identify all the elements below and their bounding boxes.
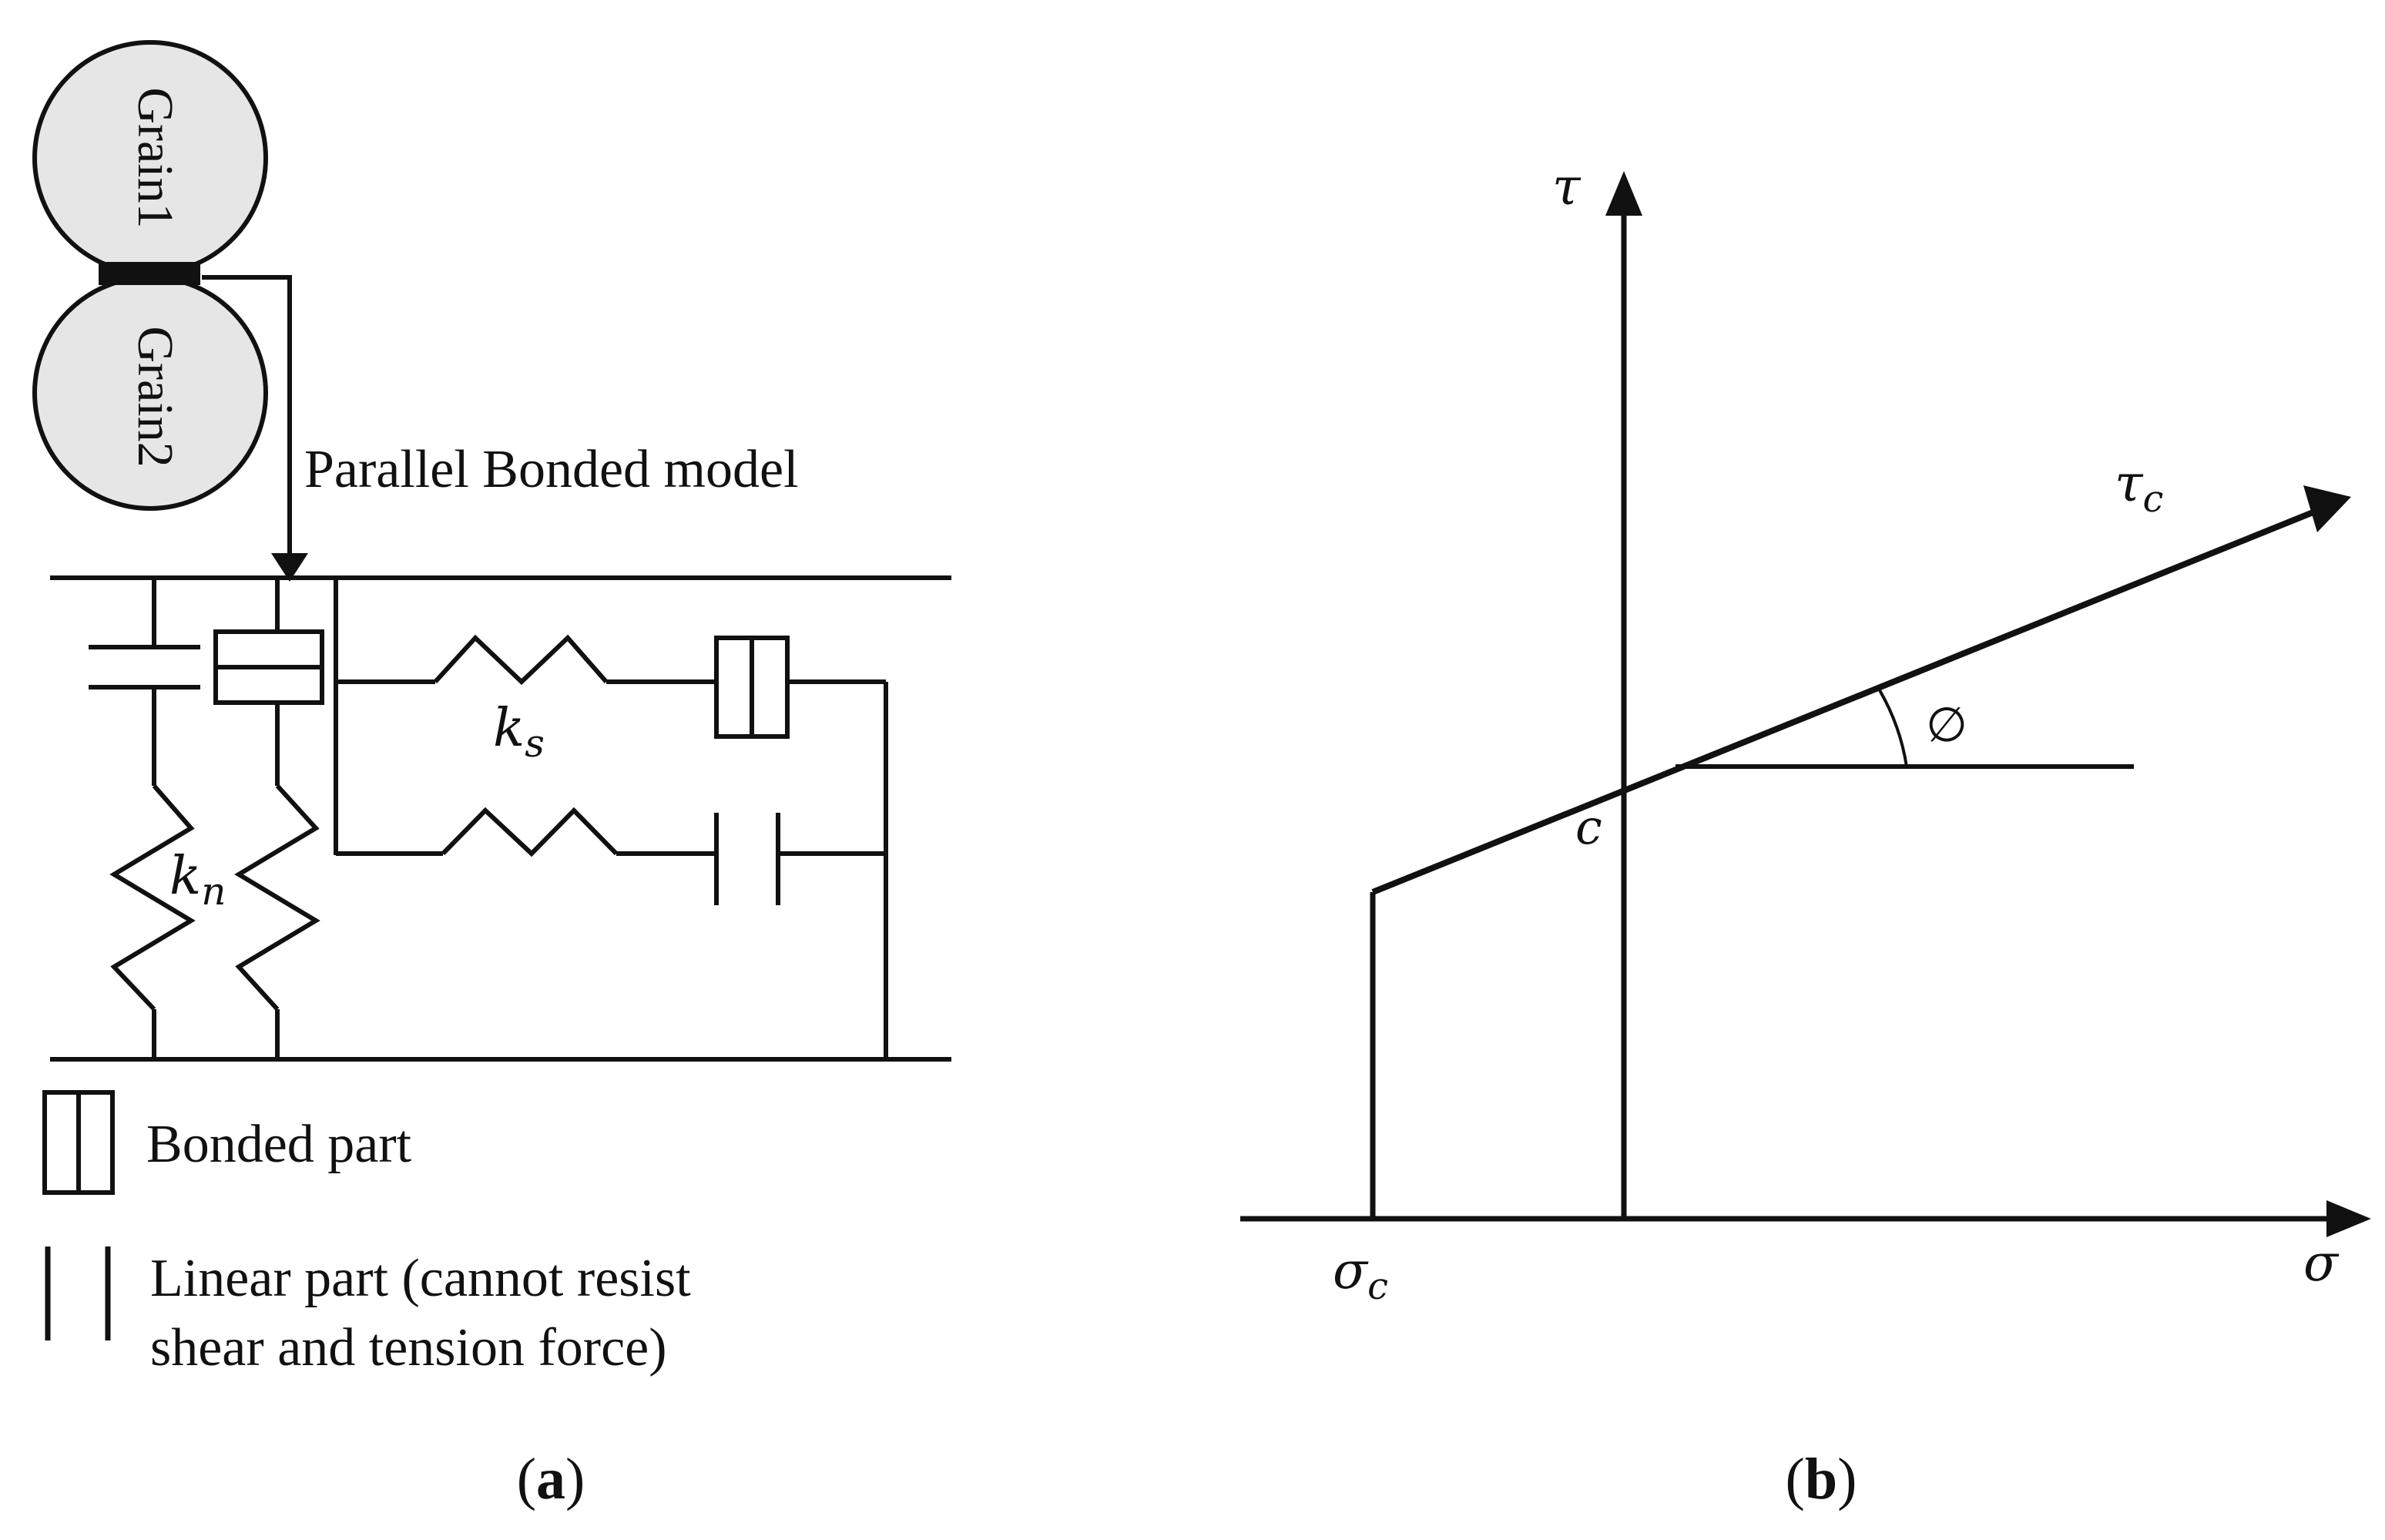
sigma-c-label: σc	[1333, 1241, 1388, 1308]
grain-1-label: Grain1	[127, 87, 183, 228]
normal-spring-1	[109, 784, 196, 1012]
linear-branch	[89, 578, 200, 1059]
shear-spring-upper	[433, 634, 609, 686]
legend: Bonded part Linear part (cannot resist s…	[42, 1090, 691, 1377]
grain-2-label: Grain2	[127, 326, 183, 467]
arrow-down-icon	[271, 553, 308, 582]
grain-1: Grain1	[32, 40, 268, 276]
model-label: Parallel Bonded model	[304, 440, 799, 499]
sigma-axis-arrow-icon	[2326, 1200, 2371, 1237]
shear-spring-lower	[441, 807, 619, 857]
cohesion-label: c	[1575, 799, 1602, 855]
caption-b: (b)	[1786, 1447, 1857, 1511]
tau-axis-arrow-icon	[1605, 171, 1642, 216]
legend-linear-label-line1: Linear part (cannot resist	[150, 1249, 691, 1308]
bonded-branch	[213, 578, 324, 1059]
tau-axis-label: τ	[1552, 157, 1582, 216]
panel-b: τ τc ∅ c σ σc (b)	[1240, 157, 2371, 1511]
panel-a: Grain1 Grain2 Parallel Bonded model	[32, 40, 951, 1511]
normal-spring-2	[234, 783, 320, 1012]
envelope-arrow-icon	[2303, 485, 2351, 532]
ks-label: ks	[493, 698, 545, 766]
bond-leader-line	[202, 275, 292, 566]
bond-bar	[99, 262, 200, 285]
shear-branches	[334, 578, 888, 1059]
kn-label: kn	[169, 846, 226, 914]
friction-angle-arc	[1878, 689, 1908, 767]
tau-c-label: τc	[2115, 454, 2163, 521]
caption-a: (a)	[517, 1447, 585, 1511]
legend-bonded-label: Bonded part	[146, 1115, 412, 1174]
grain-2: Grain2	[32, 275, 268, 511]
legend-linear-label-line2: shear and tension force)	[150, 1318, 667, 1377]
sigma-axis-label: σ	[2303, 1233, 2340, 1293]
friction-angle-label: ∅	[1926, 700, 1967, 752]
failure-envelope	[1371, 507, 2320, 895]
